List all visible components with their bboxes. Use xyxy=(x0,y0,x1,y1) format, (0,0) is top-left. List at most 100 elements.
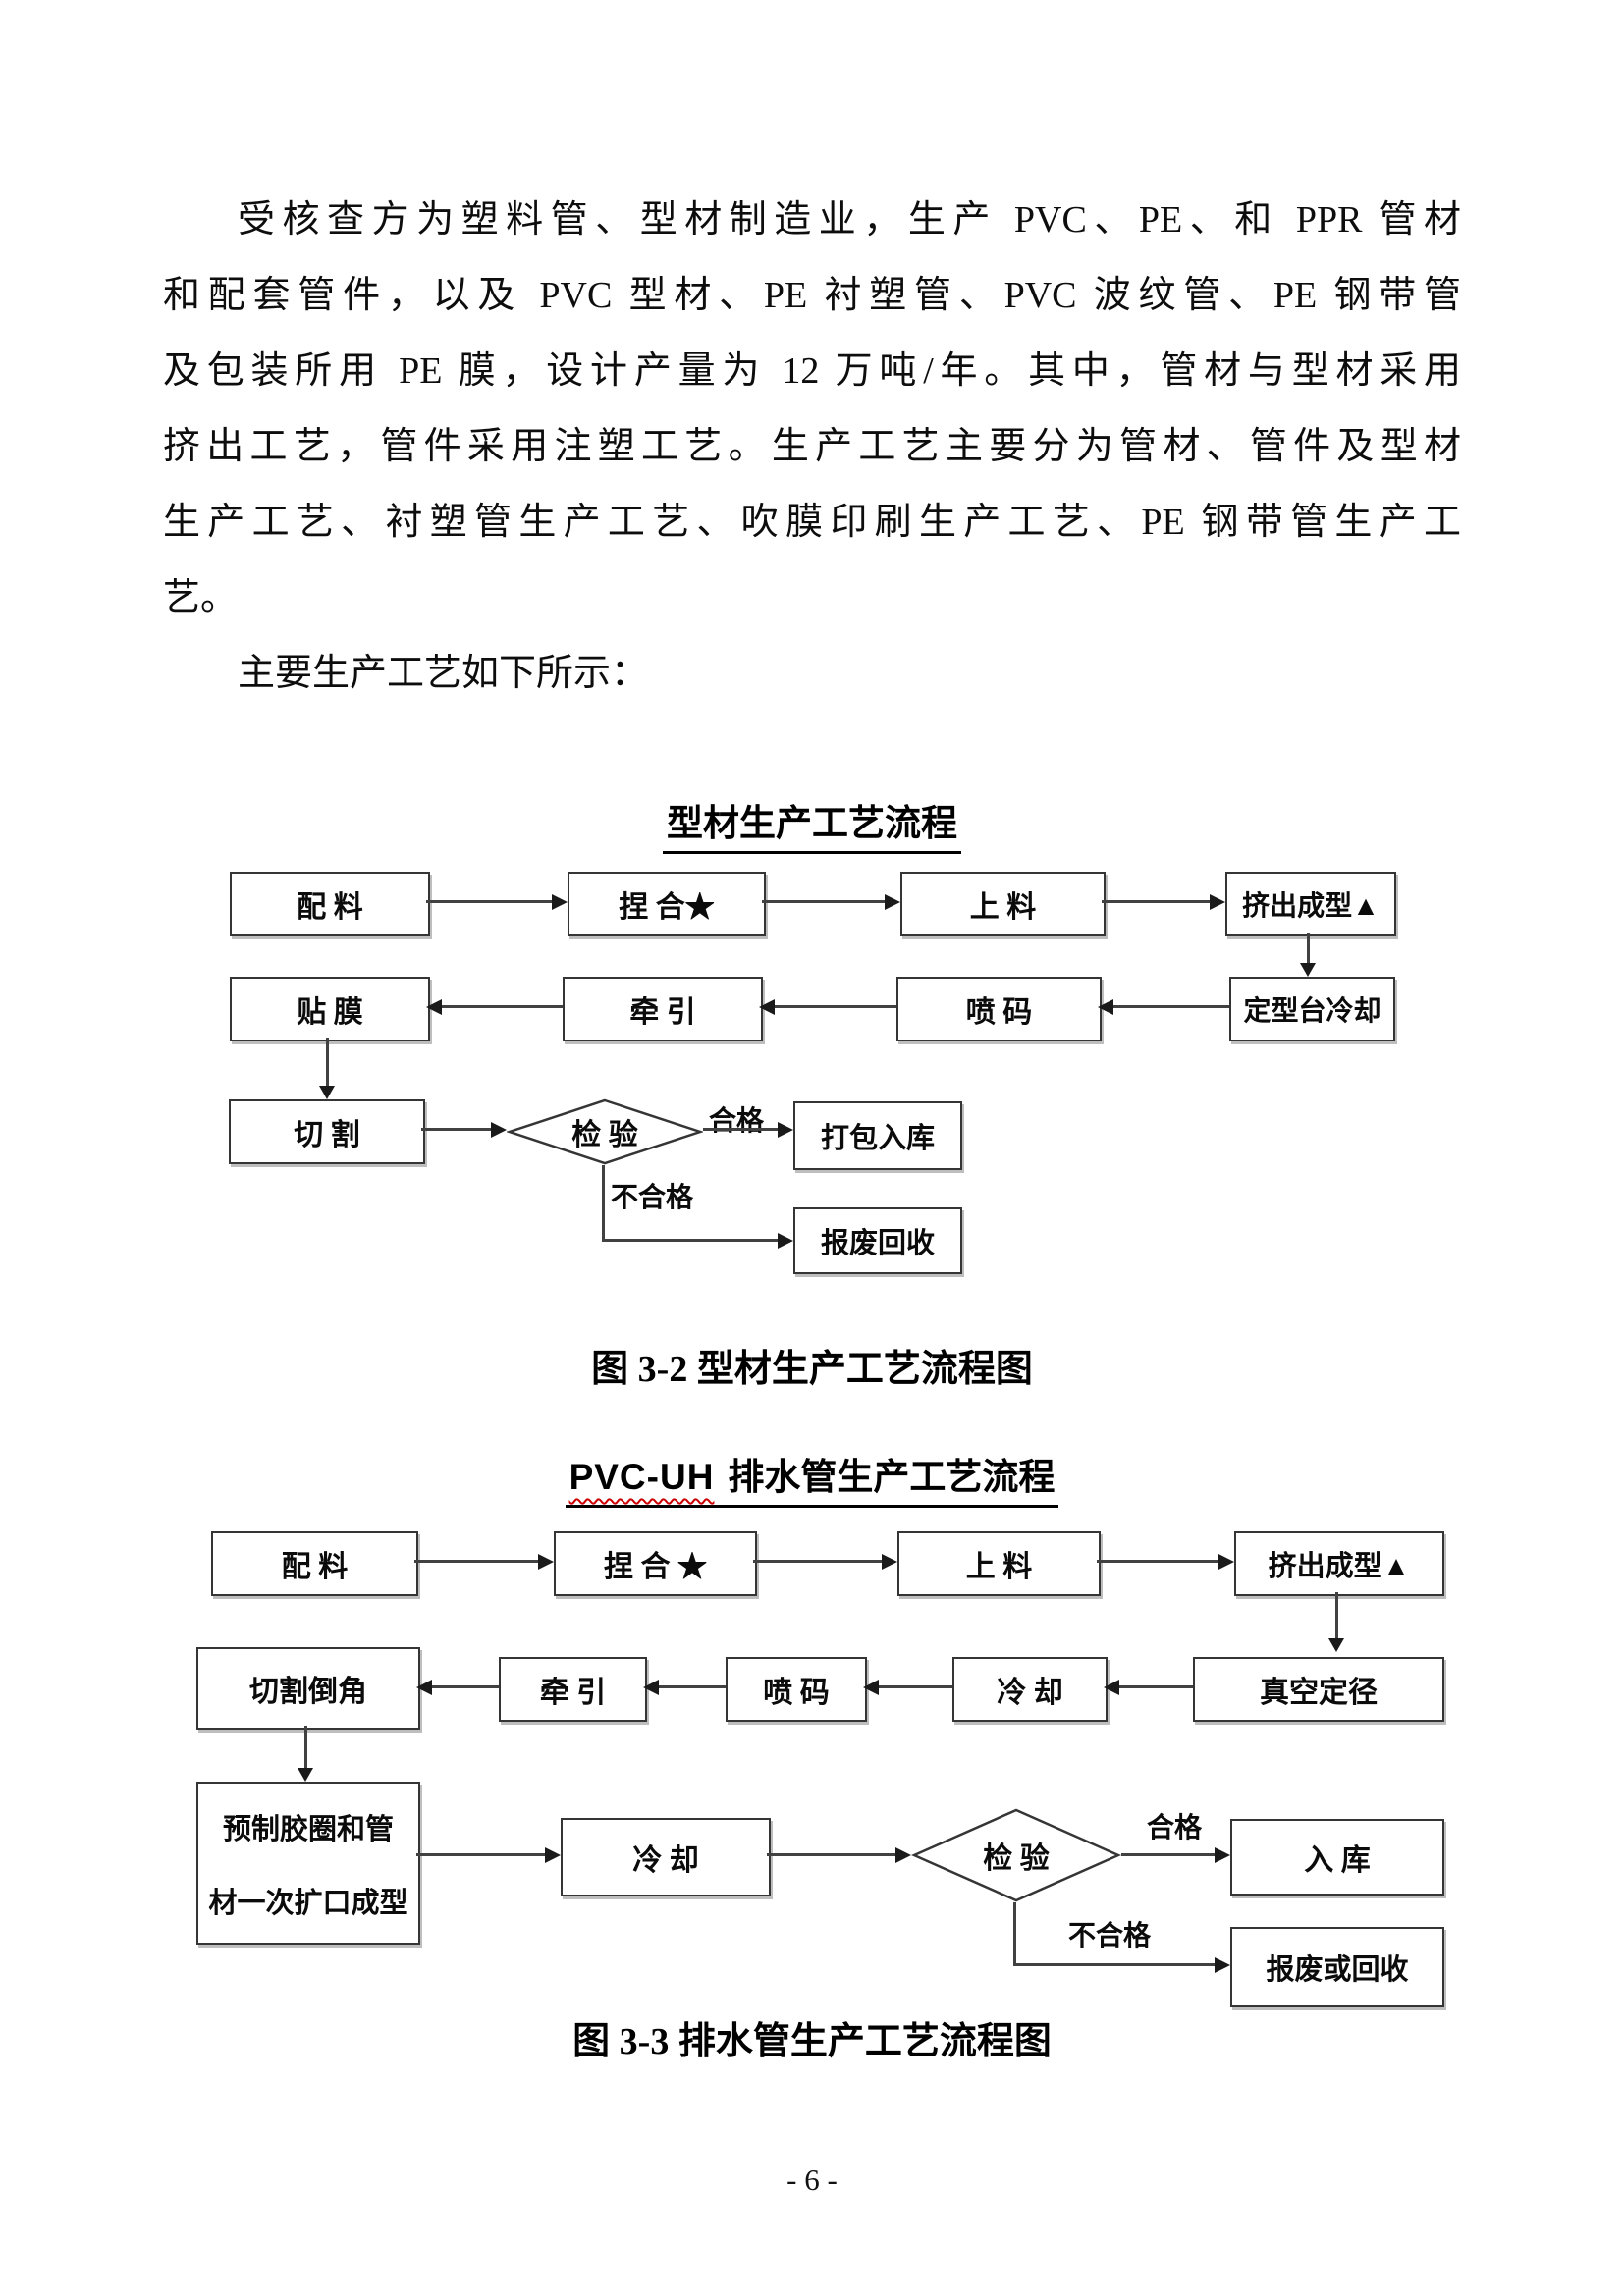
figure2-title: PVC-UH 排水管生产工艺流程 xyxy=(0,1447,1624,1508)
flow1-box-dabaoruku: 打包入库 xyxy=(793,1101,962,1170)
paragraph-line: 和配套管件，以及 PVC 型材、PE 衬塑管、PVC 波纹管、PE 钢带管 xyxy=(163,275,1461,316)
arrowhead-right-icon xyxy=(1215,1847,1230,1863)
arrowhead-right-icon xyxy=(882,1554,897,1570)
flow1-box-qiege: 切 割 xyxy=(229,1099,425,1164)
flow2-box-qianyin: 牵 引 xyxy=(499,1657,647,1722)
arrow-line xyxy=(326,1038,329,1087)
arrow-line xyxy=(1013,1963,1215,1966)
paragraph-line: 主要生产工艺如下所示： xyxy=(238,653,649,694)
figure2-title-pvcuh: PVC-UH xyxy=(568,1457,715,1497)
arrow-line xyxy=(1013,1902,1016,1966)
flow1-label-pass: 合格 xyxy=(709,1106,765,1137)
arrow-line xyxy=(879,1685,952,1688)
arrowhead-down-icon xyxy=(1328,1638,1344,1652)
arrowhead-left-icon xyxy=(759,999,775,1015)
arrowhead-left-icon xyxy=(1098,999,1113,1015)
body-paragraph: 受核查方为塑料管、型材制造业，生产 PVC、PE、和 PPR 管材 和配套管件，… xyxy=(163,183,1461,712)
flow2-box-shangliao: 上 料 xyxy=(897,1531,1101,1596)
arrow-line xyxy=(432,1685,499,1688)
arrow-line xyxy=(659,1685,726,1688)
arrowhead-left-icon xyxy=(1104,1680,1119,1695)
arrowhead-left-icon xyxy=(426,999,442,1015)
flow2-box-yuzhi-line1: 预制胶圈和管 xyxy=(222,1813,394,1845)
arrowhead-right-icon xyxy=(1215,1957,1230,1973)
flow1-box-peiliao: 配 料 xyxy=(230,872,430,936)
arrowhead-right-icon xyxy=(545,1847,561,1863)
flow2-box-ruku: 入 库 xyxy=(1230,1819,1444,1896)
arrowhead-right-icon xyxy=(1218,1554,1234,1570)
flow1-box-shangliao: 上 料 xyxy=(900,872,1106,936)
arrowhead-right-icon xyxy=(895,1847,911,1863)
flow2-box-yuzhi-line2: 材一次扩口成型 xyxy=(208,1887,408,1919)
flow2-box-zhenkongdingjing: 真空定径 xyxy=(1193,1657,1444,1722)
arrow-line xyxy=(1102,900,1210,903)
arrowhead-right-icon xyxy=(552,894,568,910)
flow2-box-penma: 喷 码 xyxy=(726,1657,867,1722)
arrowhead-right-icon xyxy=(491,1122,507,1138)
figure2-caption: 图 3-3 排水管生产工艺流程图 xyxy=(572,2021,1052,2062)
arrowhead-right-icon xyxy=(778,1122,793,1138)
flow2-box-baofeihuohuishou: 报废或回收 xyxy=(1230,1927,1444,2007)
arrow-line xyxy=(602,1165,605,1242)
arrowhead-right-icon xyxy=(1210,894,1225,910)
arrow-line xyxy=(1121,1853,1215,1856)
arrow-line xyxy=(1119,1685,1193,1688)
flow1-box-niehe: 捏 合★ xyxy=(568,872,766,936)
figure2-title-chinese: 排水管生产工艺流程 xyxy=(728,1458,1056,1498)
arrow-line xyxy=(1307,933,1310,964)
flow2-box-yuzhi: 预制胶圈和管 材一次扩口成型 xyxy=(196,1782,420,1945)
arrow-line xyxy=(426,900,552,903)
arrowhead-down-icon xyxy=(1300,963,1316,977)
flow1-box-penma: 喷 码 xyxy=(896,977,1102,1041)
flow2-box-peiliao: 配 料 xyxy=(211,1531,418,1596)
arrow-line xyxy=(421,1128,491,1131)
figure2-title-text: PVC-UH 排水管生产工艺流程 xyxy=(565,1447,1059,1508)
arrowhead-left-icon xyxy=(863,1680,879,1695)
page-number: - 6 - xyxy=(786,2163,838,2197)
flow1-box-tiemo: 贴 膜 xyxy=(230,977,430,1041)
flow1-box-dingxingtai: 定型台冷却 xyxy=(1229,977,1395,1041)
paragraph-line: 艺。 xyxy=(163,577,239,618)
paragraph-line: 生产工艺、衬塑管生产工艺、吹膜印刷生产工艺、PE 钢带管生产工 xyxy=(163,502,1461,543)
arrowhead-right-icon xyxy=(538,1554,554,1570)
flow1-diamond-jianyan xyxy=(507,1098,703,1165)
flow1-label-fail: 不合格 xyxy=(611,1183,694,1213)
paragraph-line: 受核查方为塑料管、型材制造业，生产 PVC、PE、和 PPR 管材 xyxy=(238,199,1461,240)
arrow-line xyxy=(1335,1592,1338,1639)
arrow-line xyxy=(442,1005,563,1008)
flow1-box-baofeihuishou: 报废回收 xyxy=(793,1207,962,1274)
arrowhead-left-icon xyxy=(416,1680,432,1695)
arrow-line xyxy=(602,1239,778,1242)
figure1-title-text: 型材生产工艺流程 xyxy=(663,793,961,854)
arrow-line xyxy=(767,1853,895,1856)
arrowhead-down-icon xyxy=(319,1086,335,1099)
flow2-box-qiegedaojiao: 切割倒角 xyxy=(196,1647,420,1730)
arrowhead-right-icon xyxy=(885,894,900,910)
arrow-line xyxy=(703,1128,778,1131)
flow2-box-lengque1: 冷 却 xyxy=(952,1657,1108,1722)
flow2-diamond-jianyan xyxy=(911,1808,1121,1902)
figure1-title: 型材生产工艺流程 xyxy=(0,793,1624,854)
flow2-diamond-label: 检 验 xyxy=(983,1842,1050,1875)
flow2-box-lengque2: 冷 却 xyxy=(561,1818,771,1896)
arrowhead-down-icon xyxy=(298,1768,313,1782)
flow2-box-jichucheng: 挤出成型▲ xyxy=(1234,1531,1444,1596)
figure1-caption: 图 3-2 型材生产工艺流程图 xyxy=(591,1349,1033,1390)
flow2-label-fail: 不合格 xyxy=(1068,1921,1152,1951)
arrow-line xyxy=(775,1005,896,1008)
flow2-box-niehe: 捏 合 ★ xyxy=(554,1531,757,1596)
paragraph-line: 挤出工艺，管件采用注塑工艺。生产工艺主要分为管材、管件及型材 xyxy=(163,426,1461,467)
flow1-box-qianyin: 牵 引 xyxy=(563,977,763,1041)
arrowhead-left-icon xyxy=(643,1680,659,1695)
arrow-line xyxy=(762,900,885,903)
flow2-label-pass: 合格 xyxy=(1147,1813,1203,1843)
arrow-line xyxy=(1113,1005,1229,1008)
flow1-box-jichucheng: 挤出成型▲ xyxy=(1225,872,1396,936)
paragraph-line: 及包装所用 PE 膜，设计产量为 12 万吨/年。其中，管材与型材采用 xyxy=(163,350,1461,392)
arrow-line xyxy=(304,1726,307,1769)
arrowhead-right-icon xyxy=(778,1233,793,1249)
flow1-diamond-label: 检 验 xyxy=(571,1119,638,1151)
arrow-line xyxy=(414,1560,538,1563)
arrow-line xyxy=(1097,1560,1218,1563)
